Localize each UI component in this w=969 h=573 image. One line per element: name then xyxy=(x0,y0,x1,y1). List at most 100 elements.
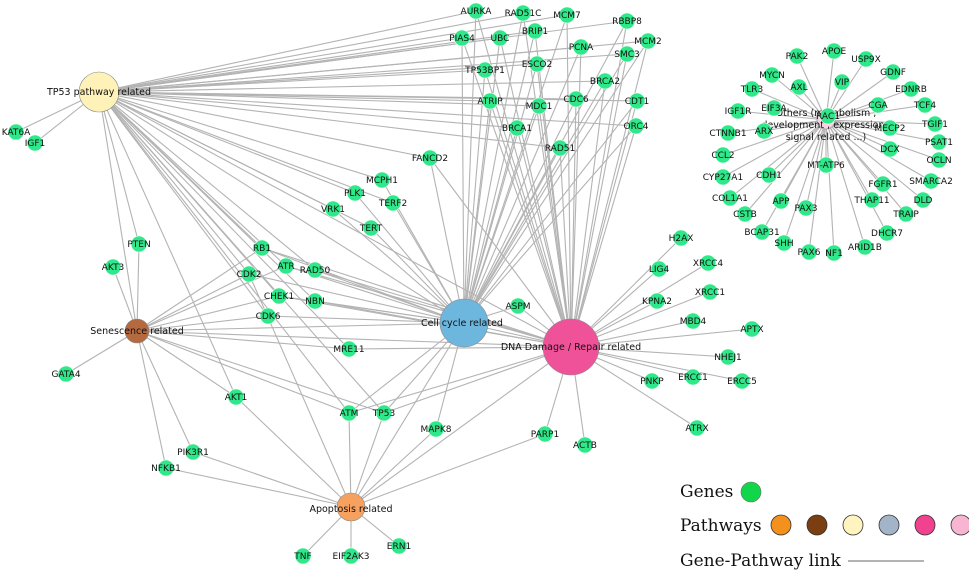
gene-node-cdk2[interactable]: CDK2 xyxy=(237,265,262,283)
gene-node-nbn[interactable]: NBN xyxy=(305,292,325,310)
gene-node-usp9x[interactable]: USP9X xyxy=(851,50,881,68)
gene-node-aspm[interactable]: ASPM xyxy=(505,297,531,315)
gene-node-kpna2[interactable]: KPNA2 xyxy=(642,292,672,310)
gene-node-rad50[interactable]: RAD50 xyxy=(300,261,331,279)
gene-node-dhcr7[interactable]: DHCR7 xyxy=(871,224,903,242)
gene-node-tp53[interactable]: TP53 xyxy=(372,404,395,422)
pathway-hub-apo[interactable]: Apoptosis related xyxy=(309,492,393,522)
gene-node-chek1[interactable]: CHEK1 xyxy=(264,287,294,305)
gene-node-cdc6[interactable]: CDC6 xyxy=(563,90,589,108)
gene-node-eif3a[interactable]: EIF3A xyxy=(761,99,788,117)
gene-node-tnf[interactable]: TNF xyxy=(293,547,312,565)
gene-node-pnkp[interactable]: PNKP xyxy=(640,372,664,390)
gene-node-shh[interactable]: SHH xyxy=(774,234,794,252)
gene-node-vip[interactable]: VIP xyxy=(833,73,851,91)
gene-node-igf1[interactable]: IGF1 xyxy=(25,134,46,152)
gene-node-ccl2[interactable]: CCL2 xyxy=(711,146,735,164)
gene-node-actb[interactable]: ACTB xyxy=(573,436,597,454)
gene-node-parp1[interactable]: PARP1 xyxy=(531,425,559,443)
gene-node-bcap31[interactable]: BCAP31 xyxy=(744,223,780,241)
gene-node-mecp2[interactable]: MECP2 xyxy=(875,119,906,137)
pathway-hub-tp53[interactable]: TP53 pathway related xyxy=(46,71,151,113)
gene-node-igf1r[interactable]: IGF1R xyxy=(725,102,752,120)
gene-node-tlr3[interactable]: TLR3 xyxy=(740,80,764,98)
gene-node-cdt1[interactable]: CDT1 xyxy=(625,92,649,110)
gene-node-xrcc1[interactable]: XRCC1 xyxy=(695,283,725,301)
gene-node-cstb[interactable]: CSTB xyxy=(733,205,757,223)
gene-node-mbd4[interactable]: MBD4 xyxy=(680,312,707,330)
gene-node-pak2[interactable]: PAK2 xyxy=(786,47,809,65)
gene-node-mre11[interactable]: MRE11 xyxy=(333,340,365,358)
gene-node-nf1[interactable]: NF1 xyxy=(825,244,843,262)
gene-node-vrk1[interactable]: VRK1 xyxy=(321,200,345,218)
gene-node-nfkb1[interactable]: NFKB1 xyxy=(151,459,181,477)
gene-node-fancd2[interactable]: FANCD2 xyxy=(412,149,448,167)
gene-node-tcf4[interactable]: TCF4 xyxy=(913,96,936,114)
gene-node-rb1[interactable]: RB1 xyxy=(253,239,271,257)
gene-node-tp53bp1[interactable]: TP53BP1 xyxy=(464,61,505,79)
gene-node-h2ax[interactable]: H2AX xyxy=(669,229,694,247)
gene-node-rad51c[interactable]: RAD51C xyxy=(505,4,542,22)
gene-node-atm[interactable]: ATM xyxy=(340,404,359,422)
gene-node-smarca2[interactable]: SMARCA2 xyxy=(909,172,953,190)
gene-node-ern1[interactable]: ERN1 xyxy=(387,537,411,555)
gene-node-atrx[interactable]: ATRX xyxy=(685,419,709,437)
gene-node-pax6[interactable]: PAX6 xyxy=(798,243,821,261)
gene-node-axl[interactable]: AXL xyxy=(790,78,808,96)
gene-node-nhej1[interactable]: NHEJ1 xyxy=(714,348,742,366)
gene-node-terf2[interactable]: TERF2 xyxy=(378,194,407,212)
gene-node-rac1[interactable]: RAC1 xyxy=(816,107,840,125)
gene-node-orc4[interactable]: ORC4 xyxy=(624,117,649,135)
gene-node-lig4[interactable]: LIG4 xyxy=(649,260,670,278)
gene-node-ubc[interactable]: UBC xyxy=(491,29,510,47)
gene-node-pias4[interactable]: PIAS4 xyxy=(449,29,475,47)
gene-node-kat6a[interactable]: KAT6A xyxy=(2,123,31,141)
gene-node-mapk8[interactable]: MAPK8 xyxy=(421,420,452,438)
gene-node-atr[interactable]: ATR xyxy=(277,257,295,275)
gene-node-smc3[interactable]: SMC3 xyxy=(614,45,640,63)
gene-node-arid1b[interactable]: ARID1B xyxy=(848,238,882,256)
gene-node-tert[interactable]: TERT xyxy=(359,219,383,237)
gene-node-eif2ak3[interactable]: EIF2AK3 xyxy=(332,547,370,565)
gene-node-cga[interactable]: CGA xyxy=(868,96,889,114)
gene-node-plk1[interactable]: PLK1 xyxy=(344,184,366,202)
gene-node-app[interactable]: APP xyxy=(772,192,790,210)
gene-node-brip1[interactable]: BRIP1 xyxy=(522,22,548,40)
gene-node-pax3[interactable]: PAX3 xyxy=(795,199,818,217)
gene-node-apoe[interactable]: APOE xyxy=(822,42,847,60)
gene-node-tgif1[interactable]: TGIF1 xyxy=(921,115,948,133)
gene-node-mycn[interactable]: MYCN xyxy=(759,66,785,84)
gene-node-cdh1[interactable]: CDH1 xyxy=(756,166,782,184)
gene-node-aptx[interactable]: APTX xyxy=(740,320,764,338)
gene-node-mcm7[interactable]: MCM7 xyxy=(553,6,581,24)
gene-node-gdnf[interactable]: GDNF xyxy=(880,63,906,81)
gene-node-ercc5[interactable]: ERCC5 xyxy=(727,372,757,390)
gene-node-ercc1[interactable]: ERCC1 xyxy=(678,368,708,386)
gene-node-ctnnb1[interactable]: CTNNB1 xyxy=(709,124,747,142)
gene-node-atrip[interactable]: ATRIP xyxy=(477,92,503,110)
gene-node-akt1[interactable]: AKT1 xyxy=(225,388,248,406)
gene-node-fgfr1[interactable]: FGFR1 xyxy=(868,175,898,193)
gene-node-arx[interactable]: ARX xyxy=(755,122,774,140)
gene-node-col1a1[interactable]: COL1A1 xyxy=(712,189,748,207)
gene-node-cdk6[interactable]: CDK6 xyxy=(256,307,281,325)
gene-node-dld[interactable]: DLD xyxy=(914,191,933,209)
gene-node-rbbp8[interactable]: RBBP8 xyxy=(612,12,642,30)
gene-node-thap11[interactable]: THAP11 xyxy=(853,191,890,209)
gene-node-traip[interactable]: TRAIP xyxy=(892,205,919,223)
gene-node-pcna[interactable]: PCNA xyxy=(569,38,594,56)
gene-node-pten[interactable]: PTEN xyxy=(127,235,151,253)
gene-node-rad51[interactable]: RAD51 xyxy=(545,139,575,157)
pathway-hub-sen[interactable]: Senescence related xyxy=(90,318,184,344)
gene-node-ocln[interactable]: OCLN xyxy=(926,151,952,169)
gene-node-brca1[interactable]: BRCA1 xyxy=(502,119,532,137)
gene-node-mt-atp6[interactable]: MT-ATP6 xyxy=(807,156,845,174)
gene-node-ednrb[interactable]: EDNRB xyxy=(895,80,927,98)
gene-node-pik3r1[interactable]: PIK3R1 xyxy=(177,443,209,461)
gene-node-mcph1[interactable]: MCPH1 xyxy=(366,171,398,189)
pathway-hub-cc[interactable]: Cell cycle related xyxy=(421,298,503,348)
gene-node-gata4[interactable]: GATA4 xyxy=(51,365,81,383)
gene-node-mcm2[interactable]: MCM2 xyxy=(634,32,662,50)
gene-node-akt3[interactable]: AKT3 xyxy=(102,258,125,276)
gene-node-xrcc4[interactable]: XRCC4 xyxy=(693,254,724,272)
